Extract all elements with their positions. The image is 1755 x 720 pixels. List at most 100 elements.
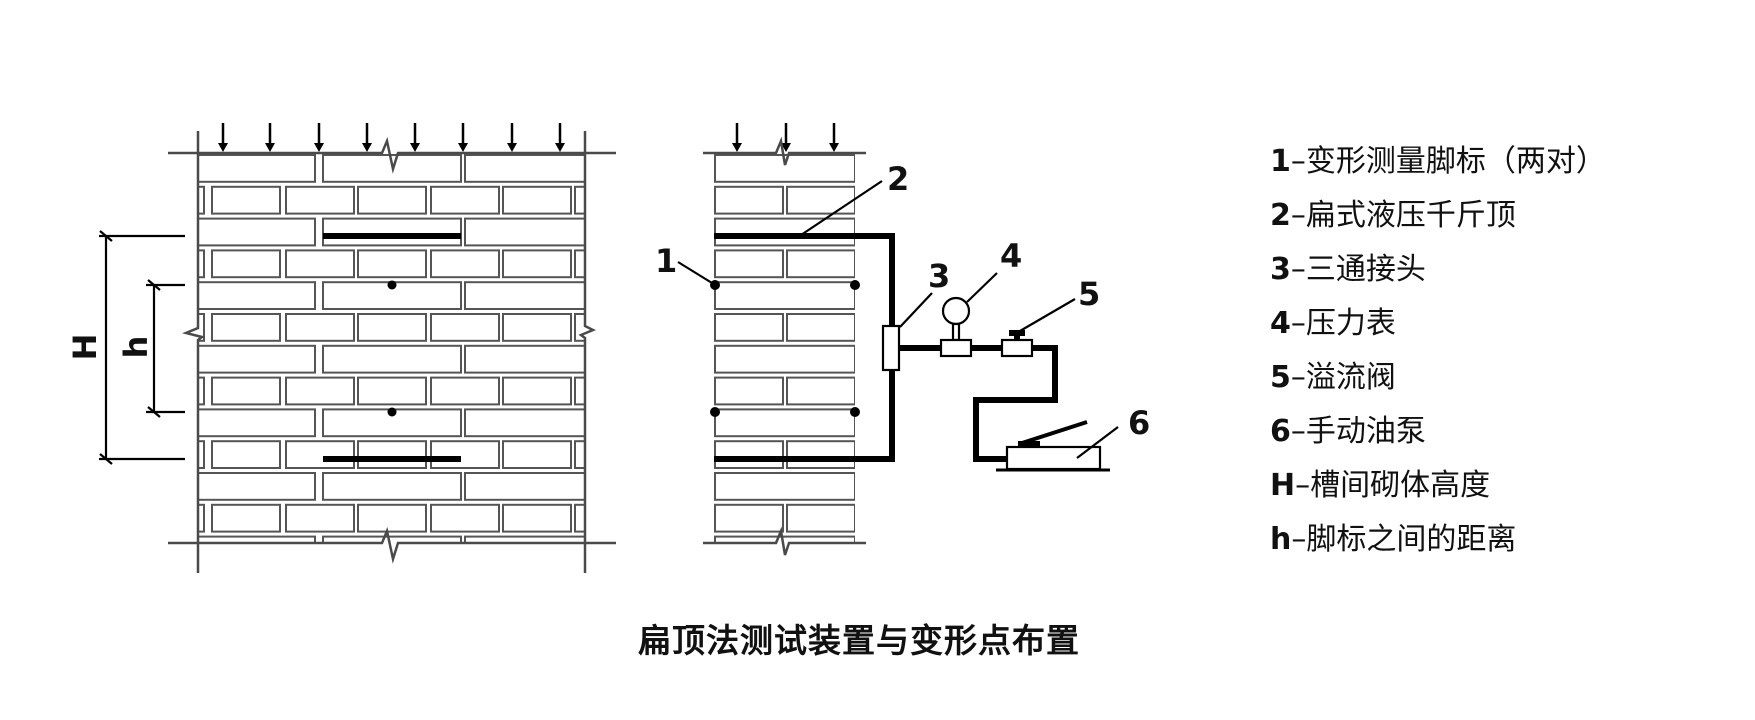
brick-header [574,376,585,406]
brick-stretcher [322,408,462,438]
brick-header [574,249,585,279]
gauge-point-2a [710,407,720,417]
legend-key: 4 [1270,306,1291,341]
brick-half [714,440,784,470]
figure-caption: 扁顶法测试装置与变形点布置 [638,621,1080,660]
brick-header [198,440,205,470]
arrow-down-icon [732,143,742,152]
legend-item: h–脚标之间的距离 [1270,520,1606,574]
brick-stretcher [198,472,316,501]
side-bottom-line [703,526,866,556]
brick-header [357,503,427,533]
brick-header [211,249,281,279]
leader-1 [677,261,713,284]
dimension-label-h: h [117,336,155,359]
wall-top-line [168,136,616,174]
side-section-wall [703,123,892,556]
brick-header [574,185,585,215]
leader-5 [1019,298,1076,332]
brick-stretcher [198,535,316,543]
legend-text: 扁式液压千斤顶 [1305,198,1516,233]
hand-pump-pivot [1018,441,1040,447]
legend-text: 槽间砌体高度 [1310,468,1491,503]
dimension-label-H: H [66,334,104,361]
callout-1: 1 [655,242,677,280]
brick-header [502,440,572,470]
brick-header [502,249,572,279]
pressure-gauge-icon [941,296,971,326]
callouts: 1 2 3 4 5 6 [655,160,1150,459]
brick-header [285,440,355,470]
brick-half [786,249,855,279]
arrow-down-icon [218,143,228,152]
brick-header [574,313,585,342]
legend-separator: – [1290,360,1306,395]
pressure-gauge-body [939,338,973,358]
wall-left-edge [182,131,205,573]
legend-separator: – [1291,522,1307,557]
brick-half [714,313,784,342]
brick-half [714,503,784,533]
brick-course-full [714,408,855,438]
callout-4: 4 [1000,237,1022,275]
brick-header [285,503,355,533]
brick-courses-side [714,154,855,543]
brick-header [430,503,500,533]
brick-stretcher [464,217,585,247]
wall-right-edge [578,131,597,573]
callout-2: 2 [887,160,909,198]
legend-text: 压力表 [1305,306,1396,341]
brick-half [714,185,784,215]
callout-3: 3 [928,257,950,295]
legend-text: 手动油泵 [1305,414,1426,449]
brick-stretcher [322,281,462,311]
arrow-down-icon [781,143,791,152]
brick-stretcher [322,535,462,543]
brick-stretcher [464,154,585,183]
brick-stretcher [464,472,585,501]
brick-stretcher [464,281,585,311]
brick-header [357,249,427,279]
brick-header [502,503,572,533]
brick-header [357,313,427,342]
brick-header [211,503,281,533]
side-top-line [703,136,866,166]
brick-stretcher [322,217,462,247]
brick-header [574,503,585,533]
brick-header [430,376,500,406]
relief-valve-knob [1009,330,1025,336]
brick-header [211,185,281,215]
legend-item: 1–变形测量脚标（两对） [1270,142,1606,196]
legend-item: 2–扁式液压千斤顶 [1270,196,1606,250]
brick-stretcher [198,154,316,183]
legend-separator: – [1290,252,1306,287]
load-arrows-front [218,123,565,152]
dimension-H: H [66,230,185,465]
arrow-down-icon [458,143,468,152]
arrow-down-icon [314,143,324,152]
brick-header [502,313,572,342]
brick-stretcher [464,344,585,374]
gauge-point-1a [710,280,720,290]
gauge-point-1b [850,280,860,290]
brick-header [211,376,281,406]
brick-header [430,313,500,342]
legend-key: h [1270,522,1292,557]
gauge-point-upper-front [387,280,397,290]
brick-header [430,440,500,470]
legend-text: 三通接头 [1305,252,1426,287]
legend-separator: – [1295,468,1311,503]
brick-header [211,440,281,470]
legend-item: 5–溢流阀 [1270,358,1606,412]
legend-separator: – [1290,306,1306,341]
brick-header [285,313,355,342]
brick-header [198,185,205,215]
brick-header [211,313,281,342]
brick-header [357,185,427,215]
arrow-down-icon [829,143,839,152]
front-elevation-wall: H h [66,123,616,573]
brick-header [198,376,205,406]
brick-header [198,249,205,279]
brick-stretcher [464,408,585,438]
brick-header [357,376,427,406]
